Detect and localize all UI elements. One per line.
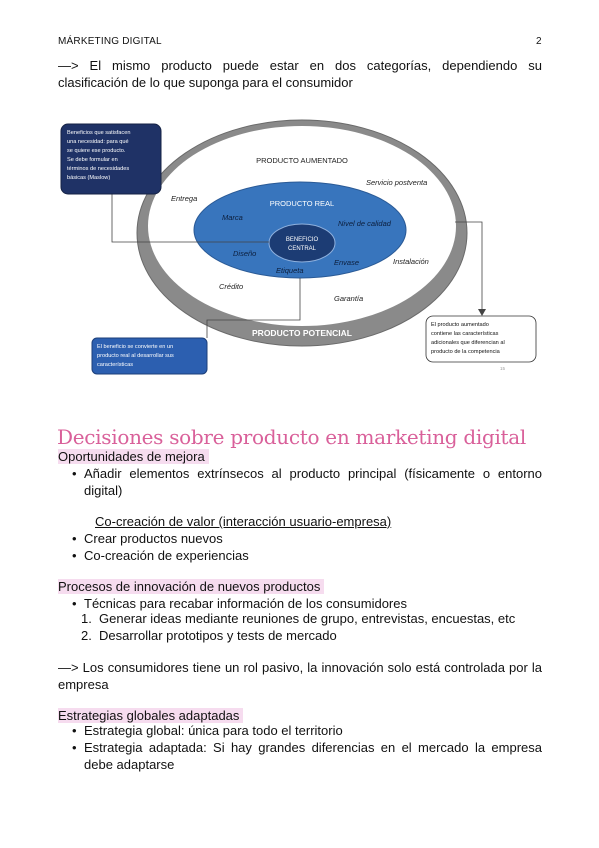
callout-line: características: [97, 362, 133, 368]
slide-number: 15: [500, 366, 506, 371]
inner-item: Etiqueta: [276, 266, 304, 275]
bullet-item: Estrategia global: única para todo el te…: [72, 722, 542, 739]
numbered-item-text: Generar ideas mediante reuniones de grup…: [99, 611, 516, 626]
callout-line: una necesidad: para qué: [67, 139, 129, 145]
estrategias-heading: Estrategias globales adaptadas: [58, 708, 244, 723]
running-header: MÁRKETING DIGITAL: [58, 36, 162, 47]
outer-item: Servicio postventa: [366, 178, 427, 187]
label-central: CENTRAL: [288, 246, 317, 252]
connector-line: [111, 194, 269, 243]
callout-line: Se debe formular en: [67, 157, 118, 163]
callout-line: básicas (Maslow): [67, 175, 110, 181]
callout-core-benefit: [60, 123, 162, 195]
label-real: PRODUCTO REAL: [270, 199, 334, 208]
connector-line: [206, 278, 301, 338]
procesos-heading: Procesos de innovación de nuevos product…: [58, 579, 325, 594]
numbered-item: 1.Generar ideas mediante reuniones de gr…: [81, 611, 516, 626]
procesos-note: —> Los consumidores tiene un rol pasivo,…: [58, 660, 542, 692]
bullet-item: Co-creación de experiencias: [72, 547, 249, 564]
callout-real-product: [91, 337, 208, 375]
inner-item: Diseño: [233, 249, 256, 258]
callout-line: Beneficios que satisfacen: [67, 130, 130, 136]
bullet-item: Estrategia adaptada: Si hay grandes dife…: [72, 739, 542, 773]
callout-line: se quiere ese producto.: [67, 148, 126, 154]
label-aumentado: PRODUCTO AUMENTADO: [256, 156, 348, 165]
callout-line: términos de necesidades: [67, 166, 129, 172]
callout-line: El beneficio se convierte en un: [97, 344, 173, 350]
cocreacion-heading: Co-creación de valor (interacción usuari…: [95, 514, 392, 529]
callout-line: producto de la competencia: [431, 349, 501, 355]
callout-augmented-product: [425, 315, 537, 363]
oportunidades-heading: Oportunidades de mejora: [58, 449, 209, 464]
callout-line: adicionales que diferencian al: [431, 340, 505, 346]
callout-line: producto real al desarrollar sus: [97, 353, 174, 359]
label-potencial: PRODUCTO POTENCIAL: [252, 328, 352, 338]
bullet-item: Añadir elementos extrínsecos al producto…: [72, 465, 542, 499]
page-number: 2: [536, 36, 542, 47]
inner-item: Marca: [222, 213, 243, 222]
callout-line: El producto aumentado: [431, 322, 489, 328]
outer-item: Garantía: [334, 294, 363, 303]
intro-paragraph: —> El mismo producto puede estar en dos …: [58, 58, 542, 90]
label-beneficio: BENEFICIO: [286, 237, 319, 243]
outer-item: Crédito: [219, 282, 243, 291]
inner-item: Nivel de calidad: [338, 219, 392, 228]
inner-item: Envase: [334, 258, 359, 267]
numbered-item-text: Desarrollar prototipos y tests de mercad…: [99, 628, 337, 643]
arrow-head: [478, 309, 486, 316]
outer-item: Instalación: [393, 257, 429, 266]
connector-line: [455, 221, 483, 310]
outer-item: Entrega: [171, 194, 197, 203]
core-benefit-area: [268, 223, 336, 263]
bullet-item: Crear productos nuevos: [72, 530, 249, 547]
numbered-item: 2.Desarrollar prototipos y tests de merc…: [81, 628, 337, 643]
callout-line: contiene las características: [431, 331, 499, 337]
bullet-item: Técnicas para recabar información de los…: [72, 595, 407, 612]
section-title: Decisiones sobre producto en marketing d…: [57, 425, 527, 449]
